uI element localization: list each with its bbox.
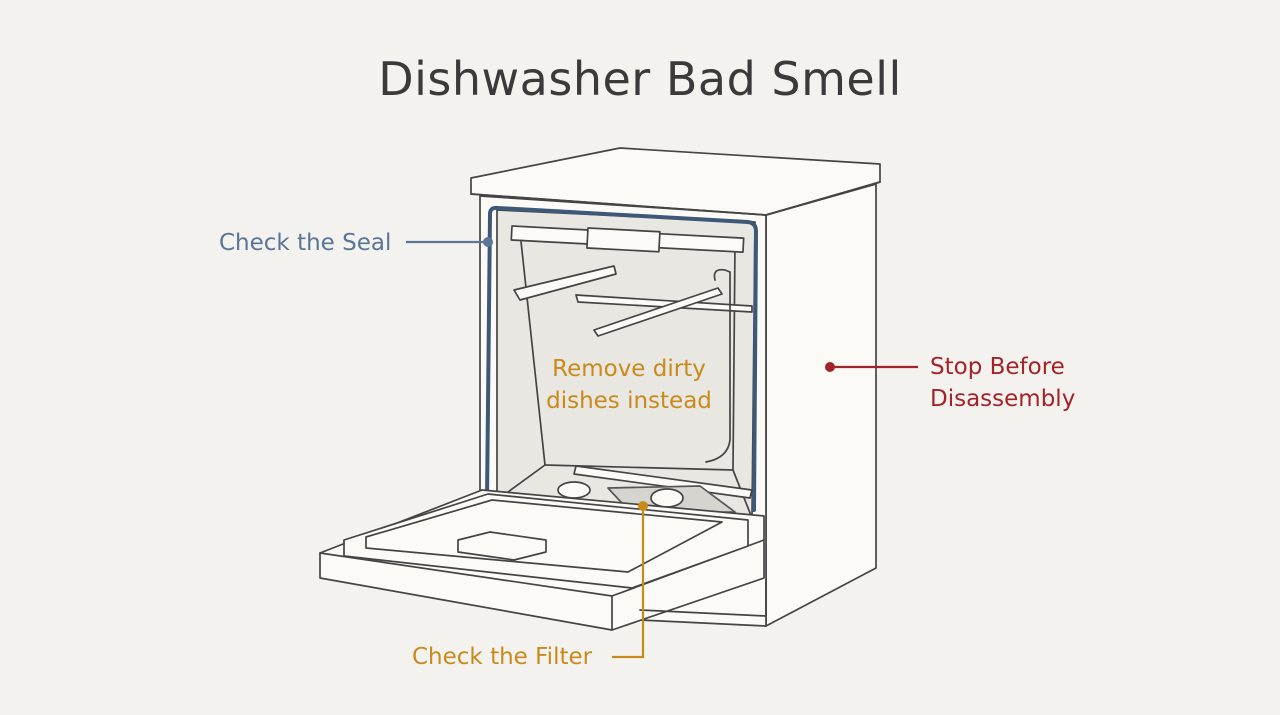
- countertop-side-edge: [765, 181, 881, 216]
- countertop-front-edge: [470, 193, 767, 216]
- lower-spray-arm: [573, 465, 753, 499]
- door-seal-left: [485, 212, 492, 502]
- callout-remove-dishes-line1: Remove dirty: [552, 356, 706, 382]
- left-rack-rail: [513, 265, 617, 301]
- stop-marker: [825, 362, 835, 372]
- kick-plate: [639, 579, 767, 617]
- detergent-dispenser: [457, 531, 547, 561]
- callout-check-seal: Check the Seal: [219, 230, 392, 256]
- upper-spray-arm-cross: [593, 287, 723, 337]
- callout-remove-dishes: Remove dirty dishes instead: [514, 353, 744, 417]
- callout-check-filter: Check the Filter: [412, 644, 593, 670]
- filter-leader: [612, 507, 645, 659]
- callout-stop-line1: Stop Before: [930, 354, 1065, 380]
- callout-remove-dishes-line2: dishes instead: [546, 388, 712, 414]
- callout-stop-line2: Disassembly: [930, 386, 1076, 412]
- door-inner-recess: [365, 499, 723, 573]
- callout-stop-disassembly: Stop Before Disassembly: [930, 351, 1075, 415]
- page-title: Dishwasher Bad Smell: [378, 52, 902, 106]
- water-pipe: [705, 268, 731, 463]
- door-seal: [488, 205, 758, 512]
- upper-rail-box: [586, 227, 661, 253]
- seal-marker: [483, 237, 493, 247]
- filter-marker: [638, 501, 648, 511]
